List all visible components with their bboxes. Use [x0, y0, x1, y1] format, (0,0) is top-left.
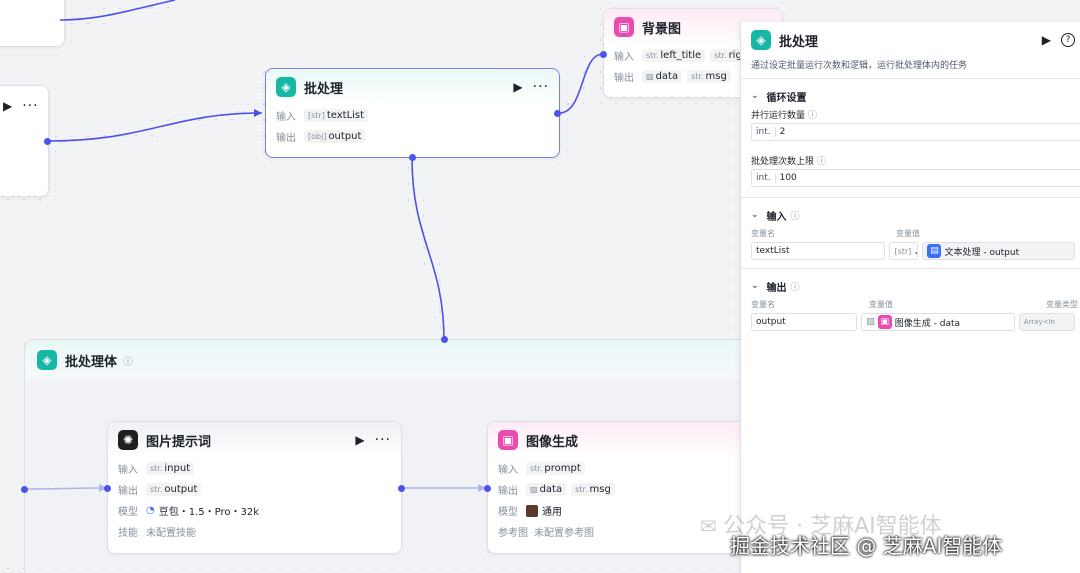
- model-row: 模型 ◔ 豆包・1.5・Pro・32k: [118, 505, 260, 518]
- input-var-name-field[interactable]: textList: [751, 242, 886, 260]
- image-prompt-input-port[interactable]: [104, 485, 111, 492]
- parallel-count-input[interactable]: int.2: [751, 123, 1080, 141]
- batch-node[interactable]: ◈ 批处理 ▶ ··· 输入 [str]textList 输出 [obj]out…: [265, 68, 560, 158]
- layers-icon: ◈: [37, 350, 57, 370]
- batch-config-panel: ◈ 批处理 ▶ ? 通过设定批量运行次数和逻辑，运行批处理体内的任务 ⌄ 循环设…: [740, 22, 1080, 573]
- node-title: 图片提示词: [146, 434, 212, 450]
- max-batch-input[interactable]: int.100: [751, 169, 1080, 187]
- ref-row: 参考图 未配置参考图: [498, 528, 594, 539]
- node-title: 图像生成: [526, 434, 579, 450]
- image-gen-node[interactable]: ▣ 图像生成 输入 str.prompt 输出 ▨data str.msg 模型…: [487, 421, 757, 554]
- watermark-line2: 掘金技术社区 @ 芝麻AI智能体: [730, 534, 1003, 558]
- image-gen-icon: ▣: [877, 315, 892, 329]
- image-prompt-output-port[interactable]: [398, 485, 405, 492]
- chevron-down-icon: ⌄: [751, 210, 759, 220]
- output-port[interactable]: [44, 138, 51, 145]
- output-row: 输出 ▨data str.msg: [604, 66, 782, 87]
- input-var-value-field[interactable]: ▤ 文本处理 - output: [922, 242, 1075, 260]
- image-gen-input-port[interactable]: [484, 485, 491, 492]
- chevron-down-icon: ⌄: [751, 91, 759, 101]
- batch-body-title: 批处理体: [65, 354, 118, 370]
- input-row: 输入 [str]textList: [266, 105, 559, 126]
- panel-title: 批处理: [779, 34, 819, 50]
- input-row: 输入 str.prompt: [488, 458, 756, 479]
- model-thumbnail-icon: [526, 504, 538, 517]
- node-title: 背景图: [642, 21, 682, 37]
- output-chip: [obj]output: [304, 130, 366, 143]
- background-input-port[interactable]: [600, 51, 607, 58]
- edge-batch-to-body: [411, 157, 445, 341]
- input-row: 输入 str.input: [108, 458, 401, 479]
- chevron-down-icon: ⌄: [751, 281, 759, 291]
- layers-icon: ◈: [751, 30, 771, 50]
- image-type-icon: ▨: [866, 317, 875, 327]
- help-icon[interactable]: ?: [1061, 33, 1075, 47]
- more-icon[interactable]: ···: [374, 432, 391, 448]
- loop-section-header[interactable]: ⌄ 循环设置: [751, 91, 807, 104]
- layers-icon: ◈: [276, 77, 296, 97]
- batch-bottom-port[interactable]: [409, 154, 416, 161]
- info-icon[interactable]: ⓘ: [123, 356, 134, 368]
- image-icon: ▣: [614, 17, 634, 37]
- skill-row: 技能 未配置技能: [118, 528, 196, 539]
- output-row: 输出 str.output: [108, 479, 401, 500]
- info-icon: ⓘ: [790, 282, 800, 293]
- output-row: 输出 [obj]output: [266, 126, 559, 147]
- wechat-icon: ✉: [700, 514, 724, 538]
- output-row: 输出 ▨data str.msg: [488, 479, 756, 500]
- input-type-select[interactable]: [str]⌄: [889, 242, 919, 260]
- run-icon[interactable]: ▶: [355, 433, 365, 447]
- edge-batch-to-background: [558, 53, 604, 114]
- llm-icon: ✺: [118, 430, 138, 450]
- run-icon[interactable]: ▶: [513, 80, 523, 94]
- text-process-icon: ▤: [927, 244, 942, 258]
- batch-output-port[interactable]: [554, 110, 561, 117]
- more-icon[interactable]: ···: [532, 79, 549, 95]
- partial-node-top-left[interactable]: [0, 0, 65, 47]
- output-var-name-field[interactable]: output: [751, 313, 858, 331]
- batch-body-left-port[interactable]: [21, 486, 28, 493]
- image-type-icon: ▨: [530, 485, 538, 494]
- more-icon[interactable]: ···: [22, 98, 39, 114]
- run-icon[interactable]: ▶: [1041, 33, 1051, 47]
- info-icon: ⓘ: [790, 211, 800, 222]
- panel-description: 通过设定批量运行次数和逻辑，运行批处理体内的任务: [751, 61, 968, 71]
- output-var-type-field[interactable]: Array<In: [1018, 313, 1076, 331]
- doubao-icon: ◔: [146, 505, 155, 516]
- image-prompt-node[interactable]: ✺ 图片提示词 ▶ ··· 输入 str.input 输出 str.output…: [107, 421, 402, 554]
- info-icon: ⓘ: [808, 110, 818, 121]
- image-icon: ▣: [498, 430, 518, 450]
- output-var-value-field[interactable]: ▨ ▣ 图像生成 - data: [861, 313, 1015, 331]
- batch-body-top-port[interactable]: [441, 336, 448, 343]
- input-chip: [str]textList: [304, 109, 369, 122]
- info-icon: ⓘ: [817, 156, 827, 167]
- edge-left-to-batch: [46, 112, 263, 142]
- edge-top-left: [60, 0, 176, 21]
- model-row: 模型 通用: [488, 500, 756, 521]
- image-type-icon: ▨: [646, 72, 654, 81]
- node-title: 批处理: [304, 81, 344, 97]
- watermark-line1: ✉ 公众号 · 芝麻AI智能体: [700, 514, 942, 539]
- partial-node-left[interactable]: ▶ ···: [0, 85, 49, 197]
- run-icon[interactable]: ▶: [3, 99, 13, 113]
